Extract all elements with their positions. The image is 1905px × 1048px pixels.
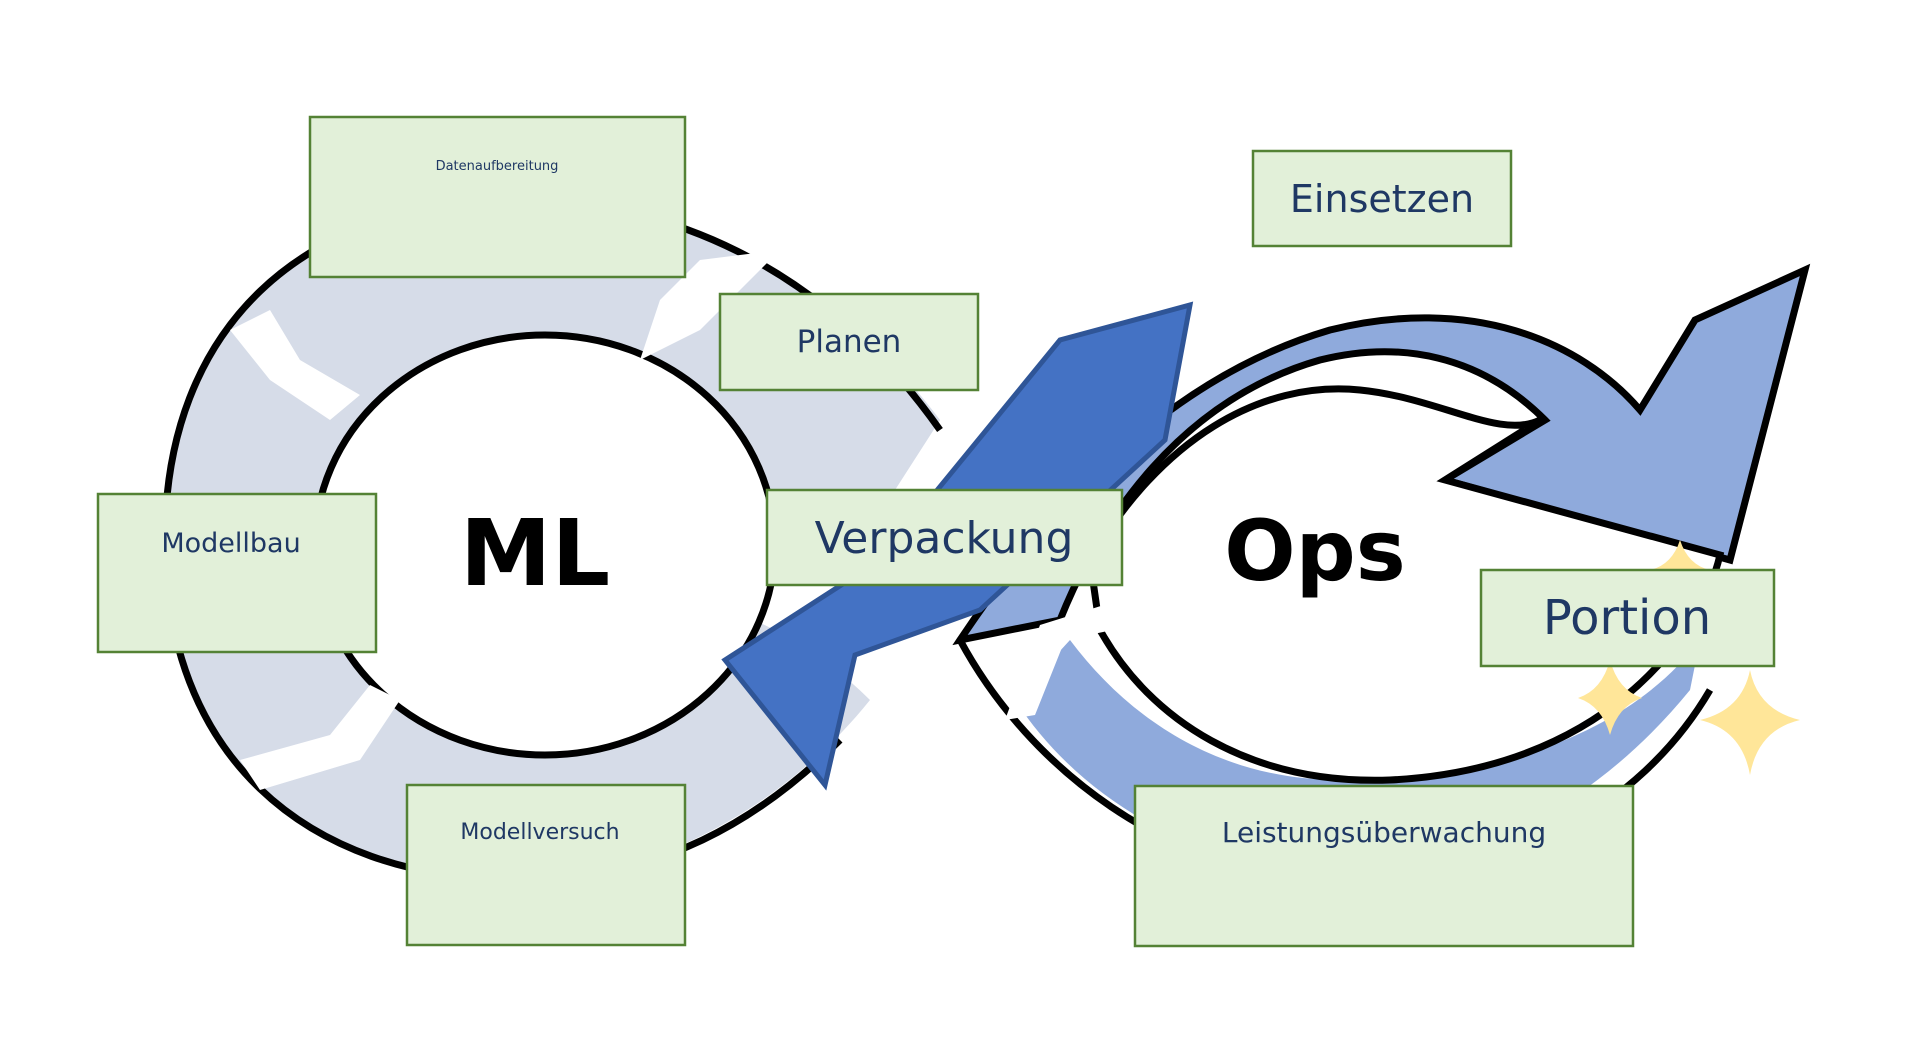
stage-portion: Portion (1479, 568, 1776, 668)
ml-gap-top (640, 250, 780, 360)
ops-gap-lower (1005, 600, 1160, 720)
stage-label: Modellversuch (460, 820, 619, 845)
stage-modellbau: Modellbau (96, 492, 378, 654)
stage-label: Verpackung (815, 513, 1074, 564)
stage-leistungsueberwachung: Leistungsüberwachung (1133, 784, 1635, 948)
stage-label: Portion (1543, 590, 1711, 646)
stage-label: Datenaufbereitung (436, 159, 559, 174)
stage-label: Planen (797, 324, 902, 360)
sparkle-icon (1578, 660, 1642, 735)
sparkle-icon (1700, 670, 1800, 775)
stage-datenaufbereitung: Datenaufbereitung (308, 115, 687, 279)
ml-gap-left-upper (230, 310, 360, 420)
ml-title: ML (460, 500, 610, 607)
stage-einsetzen: Einsetzen (1251, 149, 1513, 248)
stage-modellversuch: Modellversuch (405, 783, 687, 947)
stage-verpackung: Verpackung (765, 488, 1124, 587)
stage-label: Modellbau (161, 528, 300, 559)
ml-gap-left-lower (240, 685, 400, 790)
stage-planen: Planen (718, 292, 980, 392)
ops-title: Ops (1224, 502, 1406, 600)
stage-label: Einsetzen (1290, 177, 1474, 221)
stage-label: Leistungsüberwachung (1222, 816, 1546, 849)
